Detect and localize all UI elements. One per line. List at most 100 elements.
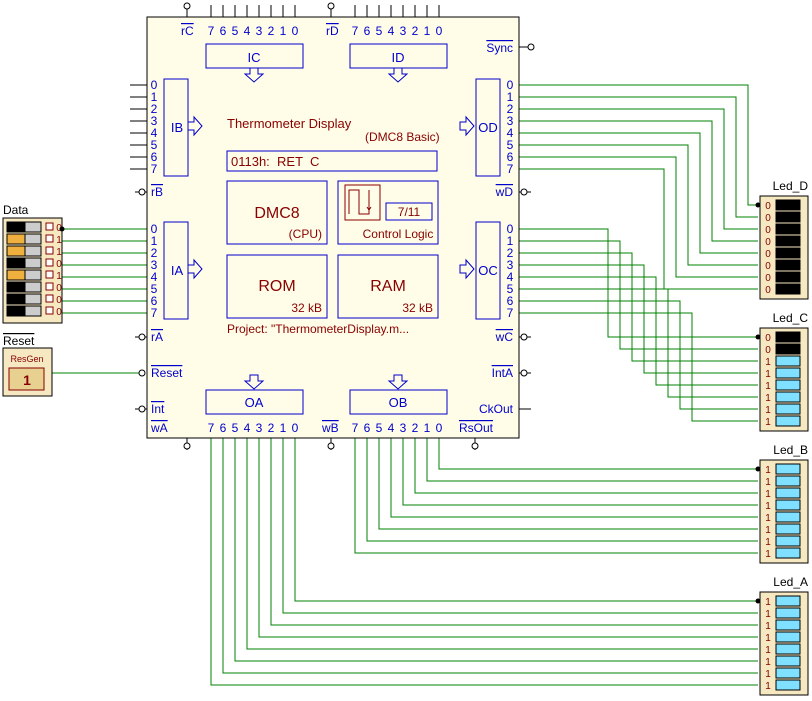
bit-label-ia-1: 1 xyxy=(151,234,158,248)
wire xyxy=(378,438,758,530)
bit-label-od-5: 5 xyxy=(507,138,514,152)
bit-label-ib-6: 6 xyxy=(151,150,158,164)
led-segment xyxy=(775,331,801,343)
port-ic-box xyxy=(205,43,304,69)
port-od-label: OD xyxy=(478,120,498,135)
switch-track xyxy=(24,293,42,305)
bit-label-ic-2: 2 xyxy=(268,24,275,38)
bit-label-od-2: 2 xyxy=(507,102,514,116)
led-segment xyxy=(775,667,801,679)
led-segment xyxy=(775,523,801,535)
led-value: 1 xyxy=(765,597,771,608)
led-label-led_b: Led_B xyxy=(773,443,808,457)
subtitle: (DMC8 Basic) xyxy=(365,130,440,144)
wire xyxy=(426,438,758,482)
port-ia-arrow xyxy=(187,258,203,280)
control-label: Control Logic xyxy=(363,227,434,241)
cpu-sub: (CPU) xyxy=(289,227,322,241)
led-value: 1 xyxy=(765,621,771,632)
bit-label-oa-2: 2 xyxy=(268,421,275,435)
bit-label-oc-4: 4 xyxy=(507,270,514,284)
led-segment xyxy=(775,271,801,283)
wire xyxy=(519,132,758,254)
wire xyxy=(519,240,758,350)
wire xyxy=(234,438,758,662)
bit-label-ia-3: 3 xyxy=(151,258,158,272)
bit-label-id-7: 7 xyxy=(352,24,359,38)
wire xyxy=(390,438,758,518)
pin-reset-node xyxy=(138,369,146,377)
switch-value: 1 xyxy=(56,271,62,282)
pin-wd-node xyxy=(520,188,528,196)
bit-label-ic-3: 3 xyxy=(256,24,263,38)
bit-label-oa-5: 5 xyxy=(232,421,239,435)
wire xyxy=(519,96,758,218)
led-value: 1 xyxy=(765,681,771,692)
led-value: 1 xyxy=(765,405,771,416)
pin-rd-node xyxy=(327,2,335,10)
switch-track xyxy=(24,305,42,317)
switch-value: 0 xyxy=(56,283,62,294)
bit-label-oa-4: 4 xyxy=(244,421,251,435)
led-label-led_c: Led_C xyxy=(773,311,809,325)
led-value: 0 xyxy=(765,213,771,224)
bit-label-ob-3: 3 xyxy=(400,421,407,435)
switch-track xyxy=(24,245,42,257)
pin-reset: Reset xyxy=(151,366,183,380)
port-od-box xyxy=(475,78,501,177)
led-segment xyxy=(775,223,801,235)
wire xyxy=(519,312,758,422)
switch-slider xyxy=(6,221,26,233)
bit-label-id-2: 2 xyxy=(412,24,419,38)
pin-rsout: RsOut xyxy=(459,421,494,435)
cpu-name: DMC8 xyxy=(254,205,299,222)
led-segment xyxy=(775,259,801,271)
pin-wb: wB xyxy=(321,421,339,435)
led-value: 0 xyxy=(765,201,771,212)
bit-label-oc-5: 5 xyxy=(507,282,514,296)
wire xyxy=(519,84,758,206)
pin-inta: IntA xyxy=(492,366,513,380)
bit-label-id-5: 5 xyxy=(376,24,383,38)
wire xyxy=(354,438,758,554)
port-ia-label: IA xyxy=(171,263,184,278)
switch-slider xyxy=(6,245,26,257)
bit-label-ob-6: 6 xyxy=(364,421,371,435)
junction-dot xyxy=(59,226,65,232)
project-name: Project: "ThermometerDisplay.m... xyxy=(227,322,409,336)
bit-label-od-0: 0 xyxy=(507,78,514,92)
led-value: 1 xyxy=(765,465,771,476)
junction-dot xyxy=(755,334,761,340)
bit-label-ic-7: 7 xyxy=(208,24,215,38)
bit-label-ia-5: 5 xyxy=(151,282,158,296)
port-oc-box xyxy=(475,221,501,320)
led-segment xyxy=(775,379,801,391)
rom-size: 32 kB xyxy=(291,301,322,315)
bit-label-ob-1: 1 xyxy=(424,421,431,435)
reset-button[interactable] xyxy=(8,367,45,391)
led-value: 1 xyxy=(765,417,771,428)
port-oa-arrow xyxy=(243,374,265,390)
cpu-box xyxy=(226,180,328,245)
bit-label-oa-7: 7 xyxy=(208,421,215,435)
switch-track xyxy=(24,269,42,281)
switch-track xyxy=(24,257,42,269)
led-value: 1 xyxy=(765,513,771,524)
led-segment xyxy=(775,607,801,619)
bit-label-id-1: 1 xyxy=(424,24,431,38)
wires xyxy=(52,84,758,686)
switch-indicator xyxy=(45,258,54,267)
led-segment xyxy=(775,619,801,631)
bit-label-ic-4: 4 xyxy=(244,24,251,38)
port-ob-box xyxy=(349,389,448,415)
led-value: 0 xyxy=(765,249,771,260)
switch-indicator xyxy=(45,234,54,243)
bit-label-ib-3: 3 xyxy=(151,114,158,128)
led-value: 1 xyxy=(765,501,771,512)
led-segment xyxy=(775,475,801,487)
wire xyxy=(519,276,758,386)
wire xyxy=(519,108,758,230)
ram-name: RAM xyxy=(370,278,406,295)
wire xyxy=(519,120,758,242)
